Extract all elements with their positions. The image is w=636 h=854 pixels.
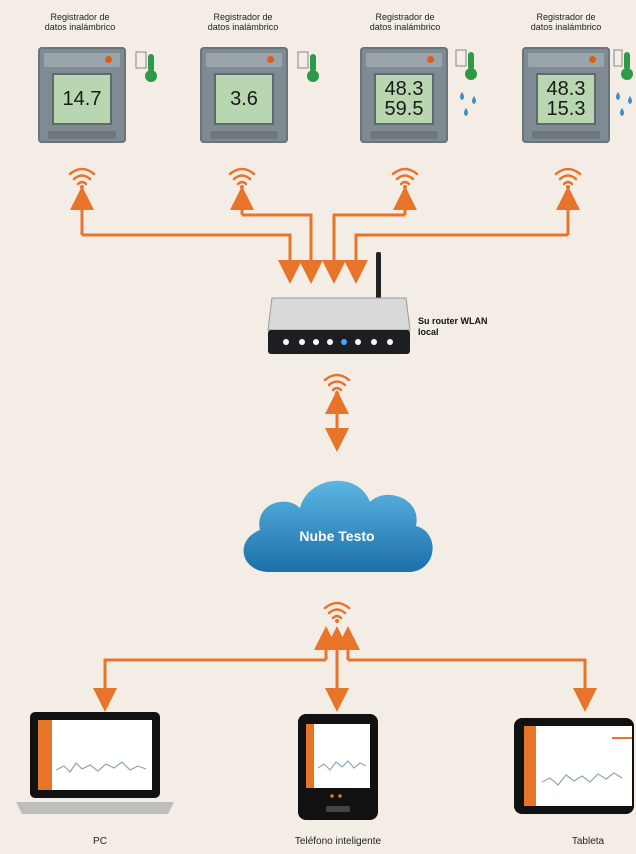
logger-2-display: 3.6 <box>214 73 274 125</box>
wifi-signal-icon <box>554 167 582 189</box>
humidity-icon <box>455 49 477 116</box>
tablet-label: Tableta <box>571 836 605 847</box>
smartphone-label: Teléfono inteligente <box>294 836 382 847</box>
testo-logo-icon <box>427 56 434 63</box>
smartphone-icon <box>298 714 378 820</box>
testo-logo-icon <box>589 56 596 63</box>
wifi-signal-icon <box>391 167 419 189</box>
testo-logo-icon <box>267 56 274 63</box>
wifi-signal-icon <box>323 601 351 623</box>
wireless-logger-2: 3.6 <box>200 47 288 143</box>
wifi-signal-icon <box>228 167 256 189</box>
humidity-icon <box>613 49 633 116</box>
thermometer-icon <box>297 51 319 82</box>
wifi-signal-icon <box>323 373 351 395</box>
thermometer-icon <box>135 51 157 82</box>
pc-label: PC <box>93 836 107 847</box>
testo-logo-icon <box>105 56 112 63</box>
cloud-icon <box>243 480 433 572</box>
cloud-label: Nube Testo <box>299 528 375 544</box>
tablet-icon <box>514 718 634 814</box>
laptop-icon <box>16 712 174 814</box>
wifi-signal-icon <box>68 167 96 189</box>
wireless-logger-1: 14.7 <box>38 47 126 143</box>
logger-1-display: 14.7 <box>52 73 112 125</box>
wlan-router-icon <box>267 252 411 354</box>
